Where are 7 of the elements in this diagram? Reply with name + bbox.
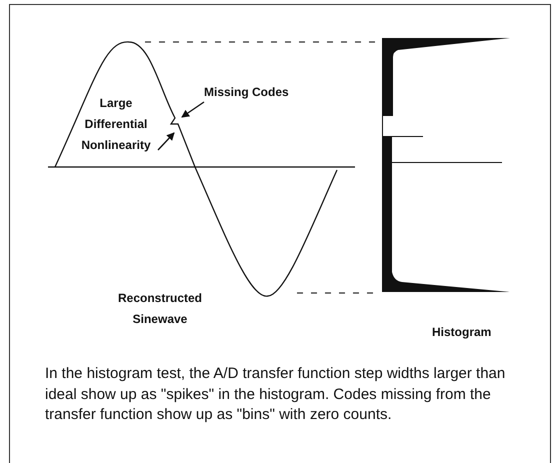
callout-label: Large Differential Nonlinearity: [74, 93, 158, 156]
callout-label: Missing Codes: [204, 82, 314, 103]
figure-label: Histogram: [432, 324, 492, 341]
caption: In the histogram test, the A/D transfer function step widths larger than ideal show up as "spikes" in the histogram. Codes missing from the transfer function show up as "bins" with zero counts.: [45, 364, 506, 425]
figure-label: Reconstructed Sinewave: [116, 290, 204, 328]
leader-arrow: [158, 132, 175, 150]
leader-arrow: [181, 101, 204, 118]
